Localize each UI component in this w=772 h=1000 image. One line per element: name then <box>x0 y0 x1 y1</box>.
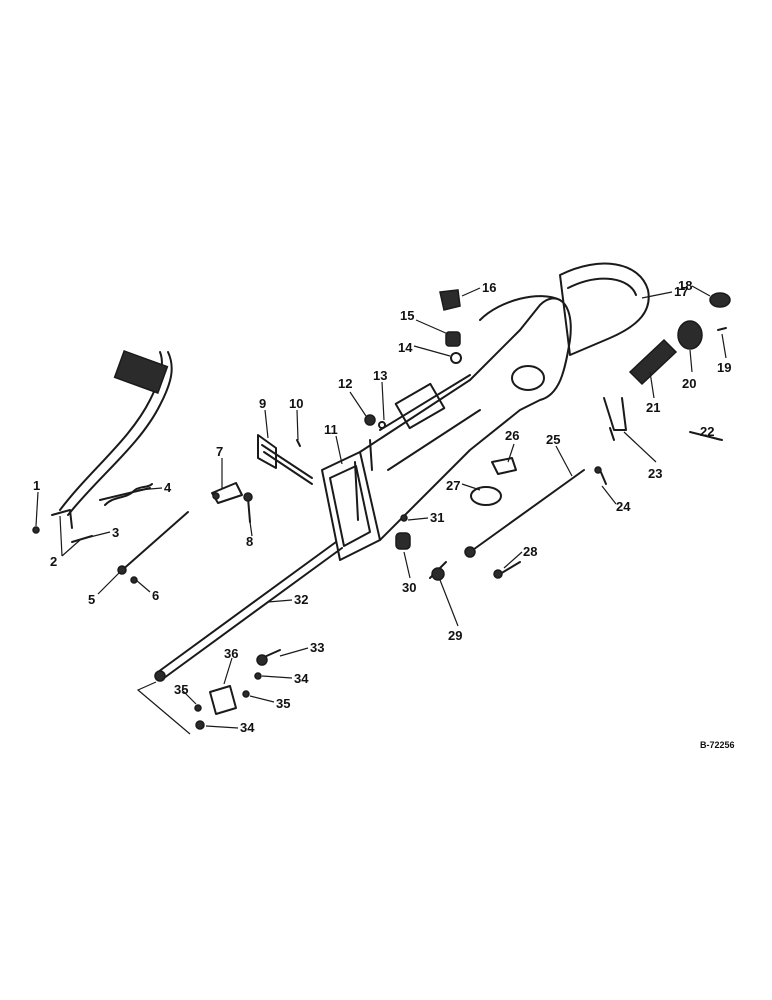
callout-14: 14 <box>398 340 413 355</box>
callout-5: 5 <box>88 592 95 607</box>
callout-20: 20 <box>682 376 696 391</box>
callout-24: 24 <box>616 499 631 514</box>
snap-ring-19 <box>717 327 727 331</box>
callout-16: 16 <box>482 280 496 295</box>
callout-4: 4 <box>164 480 172 495</box>
callout-13: 13 <box>373 368 387 383</box>
pin-10 <box>296 439 301 447</box>
callout-25: 25 <box>546 432 560 447</box>
callout-29: 29 <box>448 628 462 643</box>
plug-12 <box>364 414 376 426</box>
callout-21: 21 <box>646 400 660 415</box>
callout-34-a: 34 <box>294 671 309 686</box>
bolt-24 <box>594 466 607 485</box>
nut-35b <box>242 690 250 698</box>
washer-34b <box>195 720 205 730</box>
callout-26: 26 <box>505 428 519 443</box>
small-pin <box>32 526 40 534</box>
callout-30: 30 <box>402 580 416 595</box>
bolt-28 <box>493 561 521 579</box>
callout-35-a: 35 <box>174 682 188 697</box>
breather-16 <box>439 289 461 311</box>
callout-10: 10 <box>289 396 303 411</box>
callout-22: 22 <box>700 424 714 439</box>
callout-labels: 1 2 3 4 5 6 7 8 9 10 11 12 13 14 15 16 1… <box>33 278 735 750</box>
nut-35a <box>194 704 202 712</box>
callout-32: 32 <box>294 592 308 607</box>
callout-35-b: 35 <box>276 696 290 711</box>
sleeve-21 <box>628 338 678 386</box>
bolt-33 <box>256 649 281 666</box>
transmission-housing <box>321 295 572 561</box>
clutch-pedal <box>51 350 173 529</box>
callout-19: 19 <box>717 360 731 375</box>
callout-27: 27 <box>446 478 460 493</box>
callout-28: 28 <box>523 544 537 559</box>
bolt-8 <box>243 492 253 523</box>
cover-plate-17 <box>559 262 650 356</box>
callout-11: 11 <box>324 422 338 437</box>
callout-33: 33 <box>310 640 324 655</box>
callout-12: 12 <box>338 376 352 391</box>
bracket-line <box>136 681 191 735</box>
callout-34-b: 34 <box>240 720 255 735</box>
callout-3: 3 <box>112 525 119 540</box>
callout-31: 31 <box>430 510 444 525</box>
callout-7: 7 <box>216 444 223 459</box>
leader-lines <box>35 285 727 729</box>
screw-31 <box>400 514 408 522</box>
fitting-26 <box>491 457 517 475</box>
shaft-32 <box>154 541 343 682</box>
rod-25 <box>464 469 585 558</box>
callout-15: 15 <box>400 308 414 323</box>
gasket-14 <box>450 352 462 364</box>
washer-13 <box>378 421 386 429</box>
disc-27 <box>470 486 502 506</box>
cap-15 <box>445 331 461 347</box>
callout-8: 8 <box>246 534 253 549</box>
pedal-rod <box>117 511 189 584</box>
fork-23 <box>603 397 627 441</box>
callout-18: 18 <box>678 278 692 293</box>
lever-29 <box>429 561 447 581</box>
bushing-30 <box>395 532 411 550</box>
callout-1: 1 <box>33 478 40 493</box>
clamp-36 <box>209 685 237 715</box>
bracket-9 <box>257 434 313 485</box>
bearing-18 <box>709 292 731 308</box>
washer-34a <box>254 672 262 680</box>
callout-9: 9 <box>259 396 266 411</box>
callout-23: 23 <box>648 466 662 481</box>
callout-6: 6 <box>152 588 159 603</box>
callout-17: 17 <box>674 284 688 299</box>
yoke <box>211 482 243 504</box>
collar-20 <box>677 320 703 350</box>
callout-36: 36 <box>224 646 238 661</box>
drawing-number: B-72256 <box>700 740 735 750</box>
callout-2: 2 <box>50 554 57 569</box>
